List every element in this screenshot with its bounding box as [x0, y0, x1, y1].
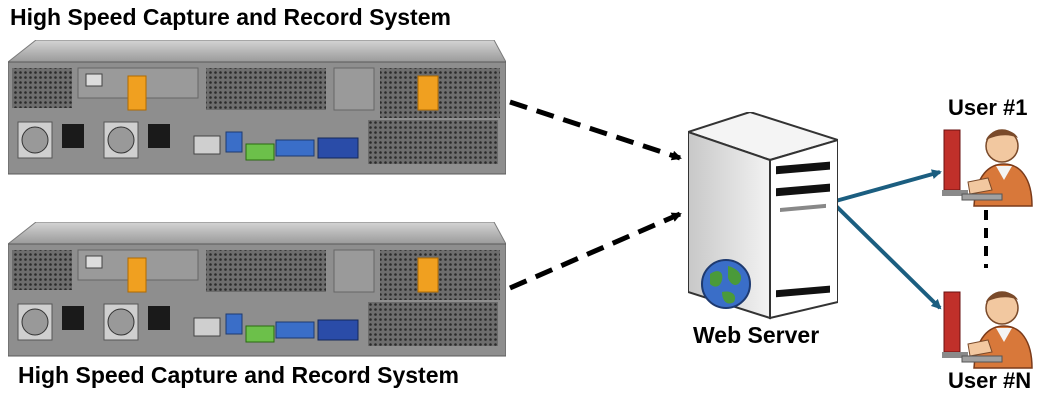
- title-bottom: High Speed Capture and Record System: [18, 362, 459, 388]
- user-last-label: User #N: [948, 368, 1032, 393]
- user-arrow-first: [831, 169, 942, 204]
- dashed-arrow-bottom: [509, 211, 682, 291]
- user-at-computer-icon: [942, 291, 1033, 369]
- rack-server-bottom-icon: [8, 222, 506, 357]
- title-top: High Speed Capture and Record System: [10, 4, 451, 30]
- user-arrow-last: [830, 200, 942, 310]
- globe-icon: [701, 259, 751, 309]
- dashed-arrow-top: [509, 99, 682, 161]
- user-first-label: User #1: [948, 95, 1028, 120]
- web-server-label: Web Server: [693, 322, 820, 348]
- user-at-computer-icon: [942, 129, 1033, 207]
- rack-server-top-icon: [8, 40, 506, 175]
